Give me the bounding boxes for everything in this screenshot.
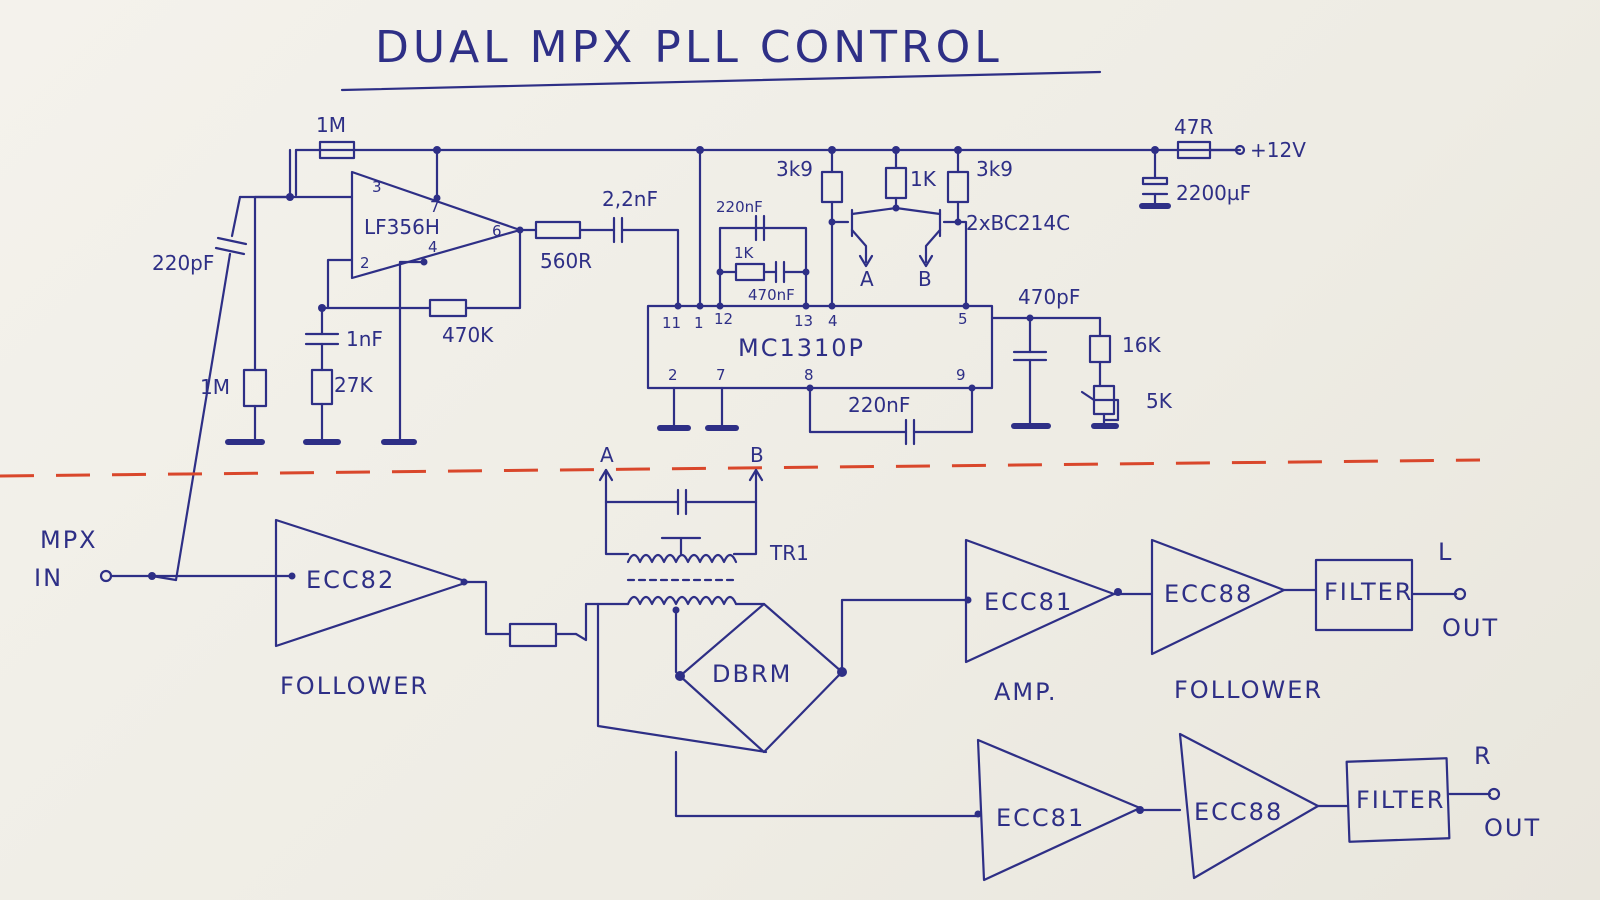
- ic-pin1: 1: [694, 314, 704, 332]
- ecc82-follower: [274, 518, 470, 648]
- label-supply: +12V: [1250, 138, 1306, 162]
- opamp-label: LF356H: [364, 215, 440, 239]
- label-follower-2: FOLLOWER: [1174, 676, 1323, 704]
- resistor-1m-ground: [242, 368, 268, 408]
- label-1k-rc: 1K: [734, 244, 755, 262]
- resistor-27k: [310, 368, 334, 406]
- label-ecc88-right: ECC88: [1194, 798, 1283, 826]
- transformer-secondary-coil: [626, 553, 738, 564]
- resistor-3k9-a: [820, 170, 844, 204]
- schematic-title: DUAL MPX PLL CONTROL: [375, 22, 1003, 73]
- ecc88-follower-left: [1150, 538, 1286, 656]
- opamp-pin3: 3: [372, 178, 382, 196]
- resistor-470k: [428, 298, 468, 318]
- resistor-1k-rc: [734, 262, 766, 282]
- ic-pin8: 8: [804, 366, 814, 384]
- label-mpx: MPX: [40, 526, 98, 554]
- label-filter-right: FILTER: [1356, 786, 1445, 814]
- label-out-right: OUT: [1484, 814, 1541, 842]
- label-470pf: 470pF: [1018, 285, 1080, 309]
- opamp-pin6: 6: [492, 222, 502, 240]
- label-dbrm: DBRM: [712, 660, 792, 688]
- resistor-3k9-b: [946, 170, 970, 204]
- transistor-out-a: A: [860, 267, 874, 291]
- ic-pin9: 9: [956, 366, 966, 384]
- label-1k-emitter: 1K: [910, 167, 937, 191]
- ic-pin2: 2: [668, 366, 678, 384]
- label-220nf-bottom: 220nF: [848, 393, 910, 417]
- label-560r: 560R: [540, 249, 592, 273]
- resistor-16k: [1088, 334, 1112, 364]
- label-amp: AMP.: [994, 678, 1058, 706]
- label-out-left: OUT: [1442, 614, 1499, 642]
- resistor-1m-feedback: [318, 140, 356, 160]
- label-470nf: 470nF: [748, 286, 795, 304]
- ecc81-amp-left: [964, 538, 1116, 664]
- label-transistors: 2xBC214C: [966, 211, 1070, 235]
- transformer-primary-coil: [626, 595, 738, 606]
- resistor-coupling: [508, 622, 558, 648]
- opamp-pin7: 7: [430, 198, 440, 216]
- label-16k: 16K: [1122, 333, 1161, 357]
- dbrm-bridge: [678, 602, 844, 754]
- resistor-560r: [534, 220, 582, 240]
- resistor-1k-emitter: [884, 166, 908, 200]
- label-ecc81-left: ECC81: [984, 588, 1073, 616]
- label-5k: 5K: [1146, 389, 1173, 413]
- ic-pin13: 13: [794, 312, 813, 330]
- ic-pin11: 11: [662, 314, 681, 332]
- label-tr-in-b: B: [750, 443, 764, 467]
- signal-path-section: MPX IN ECC82 FOLLOWER A B TR1: [34, 443, 1541, 882]
- label-2-2nf: 2,2nF: [602, 187, 658, 211]
- supply-terminal: [1234, 144, 1246, 156]
- label-1nf: 1nF: [346, 327, 383, 351]
- label-3k9-b: 3k9: [976, 157, 1013, 181]
- ic-pin12: 12: [714, 310, 733, 328]
- pll-control-section: 1M LF356H 3 2 7 4 6 1M 220pF: [152, 113, 1306, 582]
- label-follower-1: FOLLOWER: [280, 672, 429, 700]
- label-1m-ground: 1M: [200, 375, 230, 399]
- label-220nf-top: 220nF: [716, 198, 763, 216]
- label-tr-in-a: A: [600, 443, 614, 467]
- ecc81-amp-right: [976, 738, 1142, 882]
- label-3k9-a: 3k9: [776, 157, 813, 181]
- title-underline: [340, 70, 1102, 92]
- filter-right: [1345, 757, 1451, 843]
- opamp-pin4: 4: [428, 238, 438, 256]
- ecc88-follower-right: [1178, 732, 1320, 880]
- label-470k: 470K: [442, 323, 494, 347]
- label-27k: 27K: [334, 373, 373, 397]
- ic-mc1310p: [646, 304, 994, 390]
- ic-pin7: 7: [716, 366, 726, 384]
- label-ecc82: ECC82: [306, 566, 395, 594]
- label-channel-r: R: [1474, 742, 1493, 770]
- label-channel-l: L: [1438, 538, 1453, 566]
- output-terminal-left: [1453, 587, 1467, 601]
- label-ecc81-right: ECC81: [996, 804, 1085, 832]
- label-1m-feedback: 1M: [316, 113, 346, 137]
- label-2200uf: 2200µF: [1176, 181, 1251, 205]
- label-ecc88-left: ECC88: [1164, 580, 1253, 608]
- label-tr1: TR1: [769, 541, 809, 565]
- label-in: IN: [34, 564, 63, 592]
- mpx-input-terminal: [99, 569, 113, 583]
- ic-label: MC1310P: [738, 334, 865, 362]
- ic-pin4: 4: [828, 312, 838, 330]
- label-47r: 47R: [1174, 115, 1213, 139]
- label-filter-left: FILTER: [1324, 578, 1413, 606]
- section-separator: [0, 458, 1481, 478]
- label-220pf: 220pF: [152, 251, 214, 275]
- output-terminal-right: [1487, 787, 1501, 801]
- ic-pin5: 5: [958, 310, 968, 328]
- opamp-pin2: 2: [360, 254, 370, 272]
- transistor-out-b: B: [918, 267, 932, 291]
